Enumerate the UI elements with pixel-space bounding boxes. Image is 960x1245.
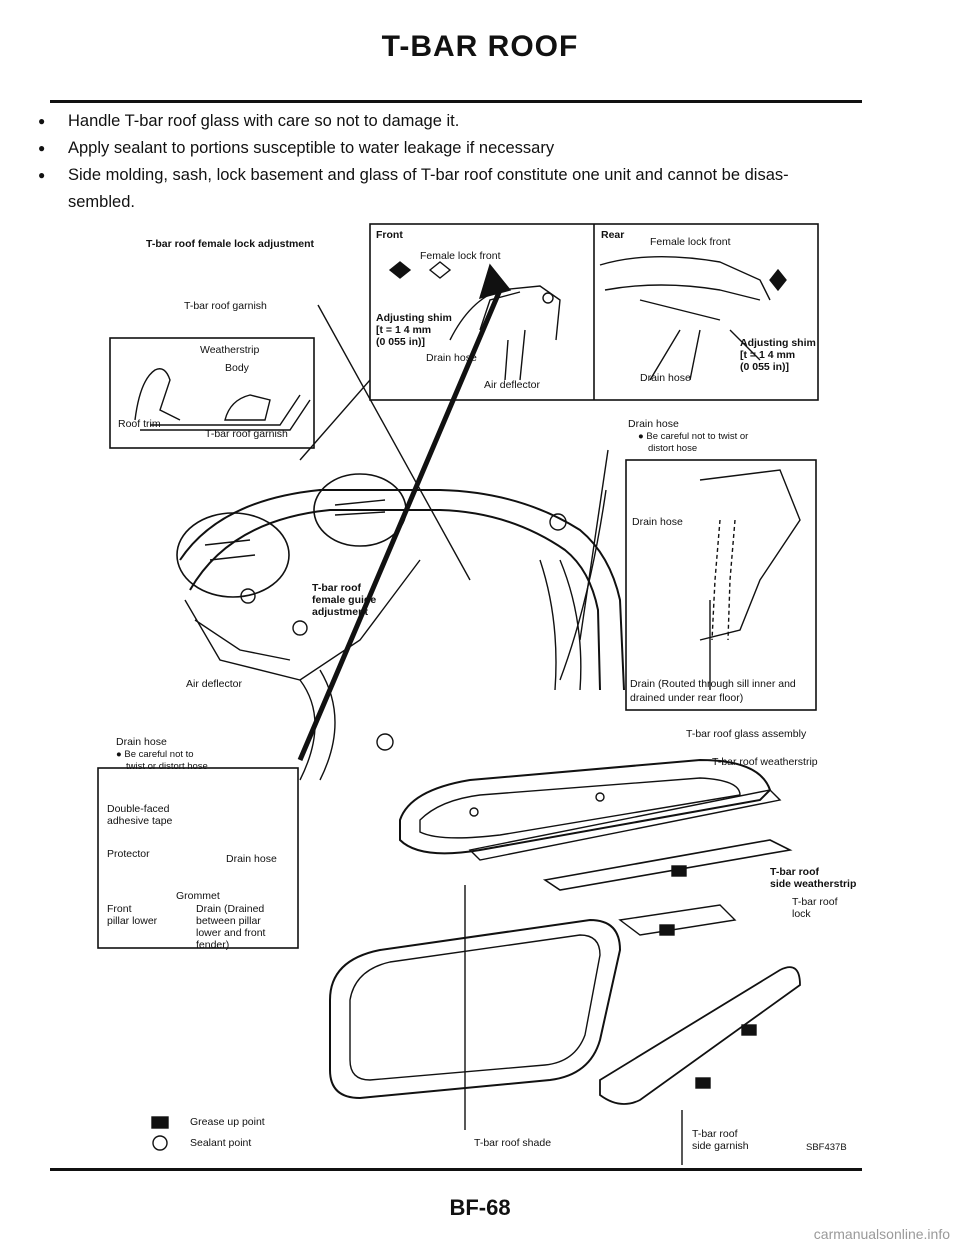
watermark: carmanualsonline.info [813, 1226, 950, 1242]
callout-guide: T-bar roof [312, 582, 361, 594]
shim-size-inch: (0 055 in)] [740, 361, 790, 373]
callout-female-lock-adjustment: T-bar roof female lock adjustment [146, 238, 315, 250]
instruction-list: Handle T-bar roof glass with care so not… [38, 108, 868, 189]
legend-grease: Grease up point [190, 1116, 265, 1128]
shim-size: [t = 1 4 mm [376, 324, 432, 336]
callout-female-lock-front: Female lock front [650, 236, 731, 248]
bullet-item: Handle T-bar roof glass with care so not… [38, 108, 868, 135]
callout-drain-hose: Drain hose [640, 372, 691, 384]
callout-weatherstrip: T-bar roof weatherstrip [712, 756, 818, 768]
callout-tape: Double-faced [107, 803, 170, 815]
callout-drain-hose: Drain hose [226, 853, 277, 865]
callout-drain: drained under rear floor) [630, 692, 744, 704]
callout-garnish: T-bar roof garnish [205, 428, 288, 440]
callout-adjusting-shim: Adjusting shim [376, 312, 452, 324]
callout-front-pillar: pillar lower [107, 915, 158, 927]
page-number: BF-68 [449, 1195, 511, 1220]
callout-protector: Protector [107, 848, 150, 860]
callout-drain: Drain (Routed through sill inner and [630, 678, 796, 690]
callout-side-weatherstrip: side weatherstrip [770, 878, 857, 890]
callout-body: Body [225, 362, 249, 374]
callout-drain-hose: Drain hose [632, 516, 683, 528]
bullet-item: Side molding, sash, lock basement and gl… [38, 162, 868, 189]
callout-guide: female guide [312, 594, 377, 606]
callout-drain-hose: Drain hose [628, 418, 679, 430]
top-rule [50, 100, 862, 103]
callout-drain-hose: Drain hose [426, 352, 477, 364]
bottom-rule [50, 1168, 862, 1171]
callout-air-deflector: Air deflector [484, 379, 541, 391]
caution-note: distort hose [648, 443, 698, 454]
shim-size-inch: (0 055 in)] [376, 336, 426, 348]
page-title: T-BAR ROOF [381, 30, 579, 63]
caution-note: ● Be careful not to [116, 749, 194, 760]
callout-air-deflector: Air deflector [186, 678, 243, 690]
callout-female-lock-front: Female lock front [420, 250, 501, 262]
sealant-icon [152, 1135, 168, 1151]
callout-roof-lock: lock [792, 908, 811, 920]
callout-grommet: Grommet [176, 890, 220, 902]
callout-roof-lock: T-bar roof [792, 896, 838, 908]
callout-adjusting-shim: Adjusting shim [740, 337, 816, 349]
bullet-item: Apply sealant to portions susceptible to… [38, 135, 868, 162]
callout-guide: adjustment [312, 606, 369, 618]
callout-roof-trim: Roof trim [118, 418, 161, 430]
shim-size: [t = 1 4 mm [740, 349, 796, 361]
rear-label: Rear [601, 229, 625, 241]
callout-side-garnish: T-bar roof [692, 1128, 738, 1140]
callout-drain: lower and front [196, 927, 266, 939]
callout-front-pillar: Front [107, 903, 132, 915]
callout-roof-shade: T-bar roof shade [474, 1137, 552, 1149]
callout-drain: Drain (Drained [196, 903, 265, 915]
legend-sealant: Sealant point [190, 1137, 252, 1149]
callout-drain: between pillar [196, 915, 261, 927]
grease-icon [151, 1116, 169, 1129]
callout-side-garnish: side garnish [692, 1140, 749, 1152]
caution-note: twist or distort hose [126, 761, 208, 772]
callout-garnish: T-bar roof garnish [184, 300, 267, 312]
caution-note: ● Be careful not to twist or [638, 431, 749, 442]
bullet-continuation: sembled. [68, 193, 135, 211]
front-label: Front [376, 229, 403, 241]
callout-side-weatherstrip: T-bar roof [770, 866, 819, 878]
callout-weatherstrip: Weatherstrip [200, 344, 260, 356]
callout-tape: adhesive tape [107, 815, 173, 827]
callout-drain: fender) [196, 939, 230, 951]
figure-code: SBF437B [806, 1142, 847, 1153]
callout-glass-assembly: T-bar roof glass assembly [686, 728, 807, 740]
callout-drain-hose: Drain hose [116, 736, 167, 748]
